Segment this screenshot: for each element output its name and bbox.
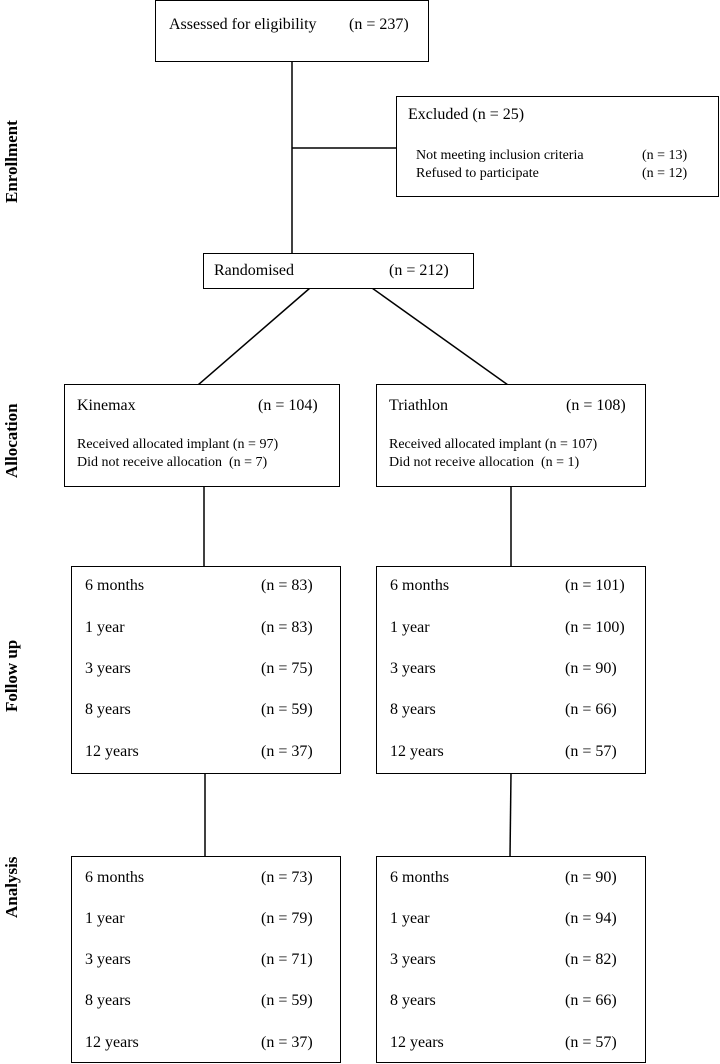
analysis-time: 1 year	[390, 910, 430, 927]
excluded-reason-label: Not meeting inclusion criteria	[416, 148, 584, 163]
analysis-count: (n = 82)	[565, 951, 617, 968]
followup-time: 12 years	[390, 743, 444, 760]
allocation-box-kinemax: Kinemax (n = 104) Received allocated imp…	[64, 384, 340, 487]
randomised-box: Randomised (n = 212)	[203, 253, 474, 289]
followup-box-triathlon: 6 months (n = 101) 1 year (n = 100) 3 ye…	[376, 566, 646, 774]
followup-count: (n = 83)	[261, 577, 313, 594]
assessed-label: Assessed for eligibility	[169, 16, 317, 33]
followup-count: (n = 83)	[261, 619, 313, 636]
analysis-time: 12 years	[85, 1034, 139, 1051]
connector-triathlon-analysis	[509, 772, 512, 858]
analysis-time: 8 years	[85, 992, 131, 1009]
randomised-count: (n = 212)	[389, 262, 449, 279]
connector-randomised-kinemax	[197, 287, 311, 386]
analysis-time: 6 months	[85, 869, 145, 886]
followup-time: 3 years	[85, 660, 131, 677]
followup-count: (n = 57)	[565, 743, 617, 760]
arm-name: Triathlon	[389, 397, 448, 414]
analysis-count: (n = 90)	[565, 869, 617, 886]
analysis-count: (n = 37)	[261, 1034, 313, 1051]
analysis-count: (n = 94)	[565, 910, 617, 927]
followup-count: (n = 90)	[565, 660, 617, 677]
excluded-reason-label: Refused to participate	[416, 166, 539, 181]
analysis-count: (n = 66)	[565, 992, 617, 1009]
analysis-count: (n = 79)	[261, 910, 313, 927]
phase-label-analysis: Analysis	[2, 856, 21, 918]
followup-time: 8 years	[85, 701, 131, 718]
phase-label-allocation: Allocation	[2, 403, 21, 478]
followup-box-kinemax: 6 months (n = 83) 1 year (n = 83) 3 year…	[71, 566, 341, 774]
received-allocation: Received allocated implant (n = 107)	[389, 437, 598, 452]
assessed-count: (n = 237)	[349, 16, 409, 33]
received-allocation: Received allocated implant (n = 97)	[77, 437, 279, 452]
analysis-time: 12 years	[390, 1034, 444, 1051]
followup-time: 1 year	[85, 619, 125, 636]
analysis-box-kinemax: 6 months (n = 73) 1 year (n = 79) 3 year…	[71, 856, 341, 1063]
allocation-box-triathlon: Triathlon (n = 108) Received allocated i…	[376, 384, 646, 487]
followup-time: 6 months	[390, 577, 450, 594]
phase-label-follow-up: Follow up	[2, 639, 21, 712]
analysis-time: 1 year	[85, 910, 125, 927]
assessed-box: Assessed for eligibility (n = 237)	[155, 0, 429, 62]
randomised-label: Randomised	[214, 262, 294, 279]
followup-time: 8 years	[390, 701, 436, 718]
followup-count: (n = 66)	[565, 701, 617, 718]
not-received-allocation: Did not receive allocation (n = 1)	[389, 455, 580, 470]
analysis-time: 6 months	[390, 869, 450, 886]
analysis-count: (n = 57)	[565, 1034, 617, 1051]
followup-count: (n = 100)	[565, 619, 625, 636]
analysis-count: (n = 71)	[261, 951, 313, 968]
phase-label-enrollment: Enrollment	[2, 120, 21, 203]
analysis-count: (n = 59)	[261, 992, 313, 1009]
not-received-allocation: Did not receive allocation (n = 7)	[77, 455, 268, 470]
analysis-time: 8 years	[390, 992, 436, 1009]
excluded-reason-count: (n = 13)	[642, 148, 688, 163]
followup-count: (n = 101)	[565, 577, 625, 594]
followup-count: (n = 59)	[261, 701, 313, 718]
followup-count: (n = 37)	[261, 743, 313, 760]
excluded-box: Excluded (n = 25) Not meeting inclusion …	[396, 96, 719, 197]
excluded-label: Excluded (n = 25)	[408, 106, 525, 123]
followup-count: (n = 75)	[261, 660, 313, 677]
followup-time: 3 years	[390, 660, 436, 677]
followup-time: 12 years	[85, 743, 139, 760]
followup-time: 1 year	[390, 619, 430, 636]
followup-time: 6 months	[85, 577, 145, 594]
analysis-time: 3 years	[85, 951, 131, 968]
analysis-count: (n = 73)	[261, 869, 313, 886]
analysis-box-triathlon: 6 months (n = 90) 1 year (n = 94) 3 year…	[376, 856, 646, 1063]
arm-count: (n = 104)	[258, 397, 318, 414]
analysis-time: 3 years	[390, 951, 436, 968]
connector-randomised-triathlon	[371, 287, 509, 386]
arm-name: Kinemax	[77, 397, 136, 414]
arm-count: (n = 108)	[566, 397, 626, 414]
excluded-reason-count: (n = 12)	[642, 166, 688, 181]
